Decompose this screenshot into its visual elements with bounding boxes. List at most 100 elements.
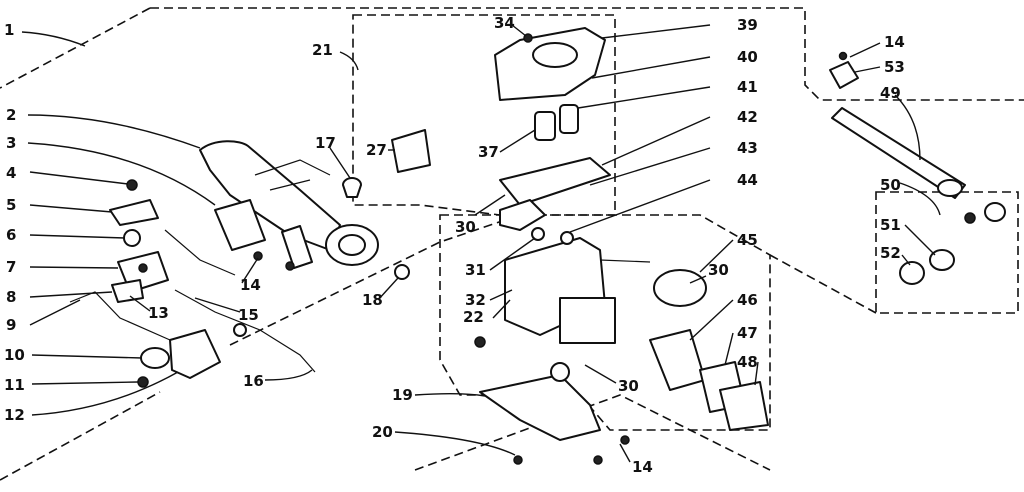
callout-27: 27: [366, 141, 387, 159]
bracket-48: [719, 381, 769, 431]
callout-40: 40: [737, 48, 758, 66]
knob-17: [342, 177, 362, 198]
callout-41: 41: [737, 78, 758, 96]
callout-17: 17: [315, 134, 336, 152]
leader-41: [577, 86, 711, 109]
callout-11: 11: [4, 376, 25, 394]
callout-10: 10: [4, 346, 25, 364]
callout-1: 1: [4, 21, 14, 39]
screw-4: [126, 179, 138, 191]
leader-51: [904, 224, 936, 256]
callout-12: 12: [4, 406, 25, 424]
leader-46: [689, 299, 734, 341]
inner-diagonal-boundary: [229, 214, 521, 346]
screw-11: [137, 376, 149, 388]
grommet-6: [123, 229, 141, 247]
leader-3: [27, 142, 216, 206]
callout-5: 5: [6, 196, 16, 214]
pilot-tube-end: [937, 179, 963, 197]
pilot-tube-49: [831, 107, 966, 199]
valve-stem-31: [531, 227, 545, 241]
callout-46: 46: [737, 291, 758, 309]
wire-harness-upper: [164, 229, 236, 276]
leader-34: [511, 24, 527, 37]
callout-49: 49: [880, 84, 901, 102]
leader-40: [591, 56, 711, 79]
nut-52: [899, 261, 925, 285]
callout-39: 39: [737, 16, 758, 34]
leader-lines: [21, 24, 941, 463]
fitting-51: [929, 249, 955, 271]
seal-43: [499, 199, 546, 231]
leader-5: [29, 204, 113, 213]
callout-32: 32: [465, 291, 486, 309]
lower-center-boundary: [414, 394, 771, 471]
relay-46: [649, 329, 706, 391]
leader-39: [601, 24, 711, 39]
burner-ribs: [254, 159, 331, 191]
leader-30b: [689, 275, 707, 284]
leader-49: [894, 94, 921, 161]
valve-stem-44: [560, 231, 574, 245]
screw-14-bottom-a: [593, 455, 603, 465]
leader-7: [29, 266, 119, 269]
clip-5: [109, 199, 159, 226]
leader-32: [489, 289, 513, 301]
pilot-box-connector: [769, 254, 877, 314]
lower-left-boundary: [0, 391, 161, 481]
orifice-disc-45: [653, 269, 707, 307]
callout-47: 47: [737, 324, 758, 342]
leader-43: [589, 147, 711, 186]
burner-bracket: [281, 225, 313, 269]
callout-42: 42: [737, 108, 758, 126]
switch-contact: [138, 263, 148, 273]
leader-22: [492, 299, 511, 319]
leader-30a: [474, 194, 506, 216]
leader-13: [129, 295, 151, 312]
leader-14b: [619, 443, 631, 463]
callout-22: 22: [463, 308, 484, 326]
leader-42: [601, 116, 711, 166]
leader-14c: [849, 42, 881, 58]
parts: [69, 27, 1006, 465]
leader-1: [21, 31, 86, 47]
callout-4: 4: [6, 164, 16, 182]
leader-11: [31, 381, 139, 385]
leader-17: [329, 147, 351, 179]
callout-37: 37: [478, 143, 499, 161]
valve-regulator: [559, 297, 616, 344]
leader-48: [754, 361, 759, 386]
callout-13: 13: [148, 304, 169, 322]
leader-47: [724, 332, 734, 366]
main-assembly-boundary: [150, 7, 1024, 101]
burner-tube: [199, 140, 341, 251]
leader-18: [377, 277, 399, 301]
leader-8: [29, 291, 113, 298]
screw-14-left: [253, 251, 263, 261]
screw-14-right: [838, 51, 848, 61]
callout-14-bottom: 14: [632, 458, 653, 476]
callout-51: 51: [880, 216, 901, 234]
main-boundary-left-edge: [0, 7, 151, 89]
callout-48: 48: [737, 353, 758, 371]
leader-21: [339, 51, 359, 71]
leader-45: [699, 239, 734, 273]
thermocouple-16: [174, 289, 316, 373]
callout-9: 9: [6, 316, 16, 334]
screw-22: [474, 336, 486, 348]
screw-50: [964, 212, 976, 224]
callout-16: 16: [243, 372, 264, 390]
plate-27: [391, 129, 431, 173]
callout-15: 15: [238, 306, 259, 324]
leader-6: [29, 234, 126, 239]
callout-30-left: 30: [455, 218, 476, 236]
solenoid-37: [534, 111, 556, 141]
callout-7: 7: [6, 258, 16, 276]
callout-53: 53: [884, 58, 905, 76]
callout-45: 45: [737, 231, 758, 249]
gasket-42: [499, 157, 611, 206]
callout-14-right: 14: [884, 33, 905, 51]
bracket-hole: [550, 362, 570, 382]
callout-2: 2: [6, 106, 16, 124]
